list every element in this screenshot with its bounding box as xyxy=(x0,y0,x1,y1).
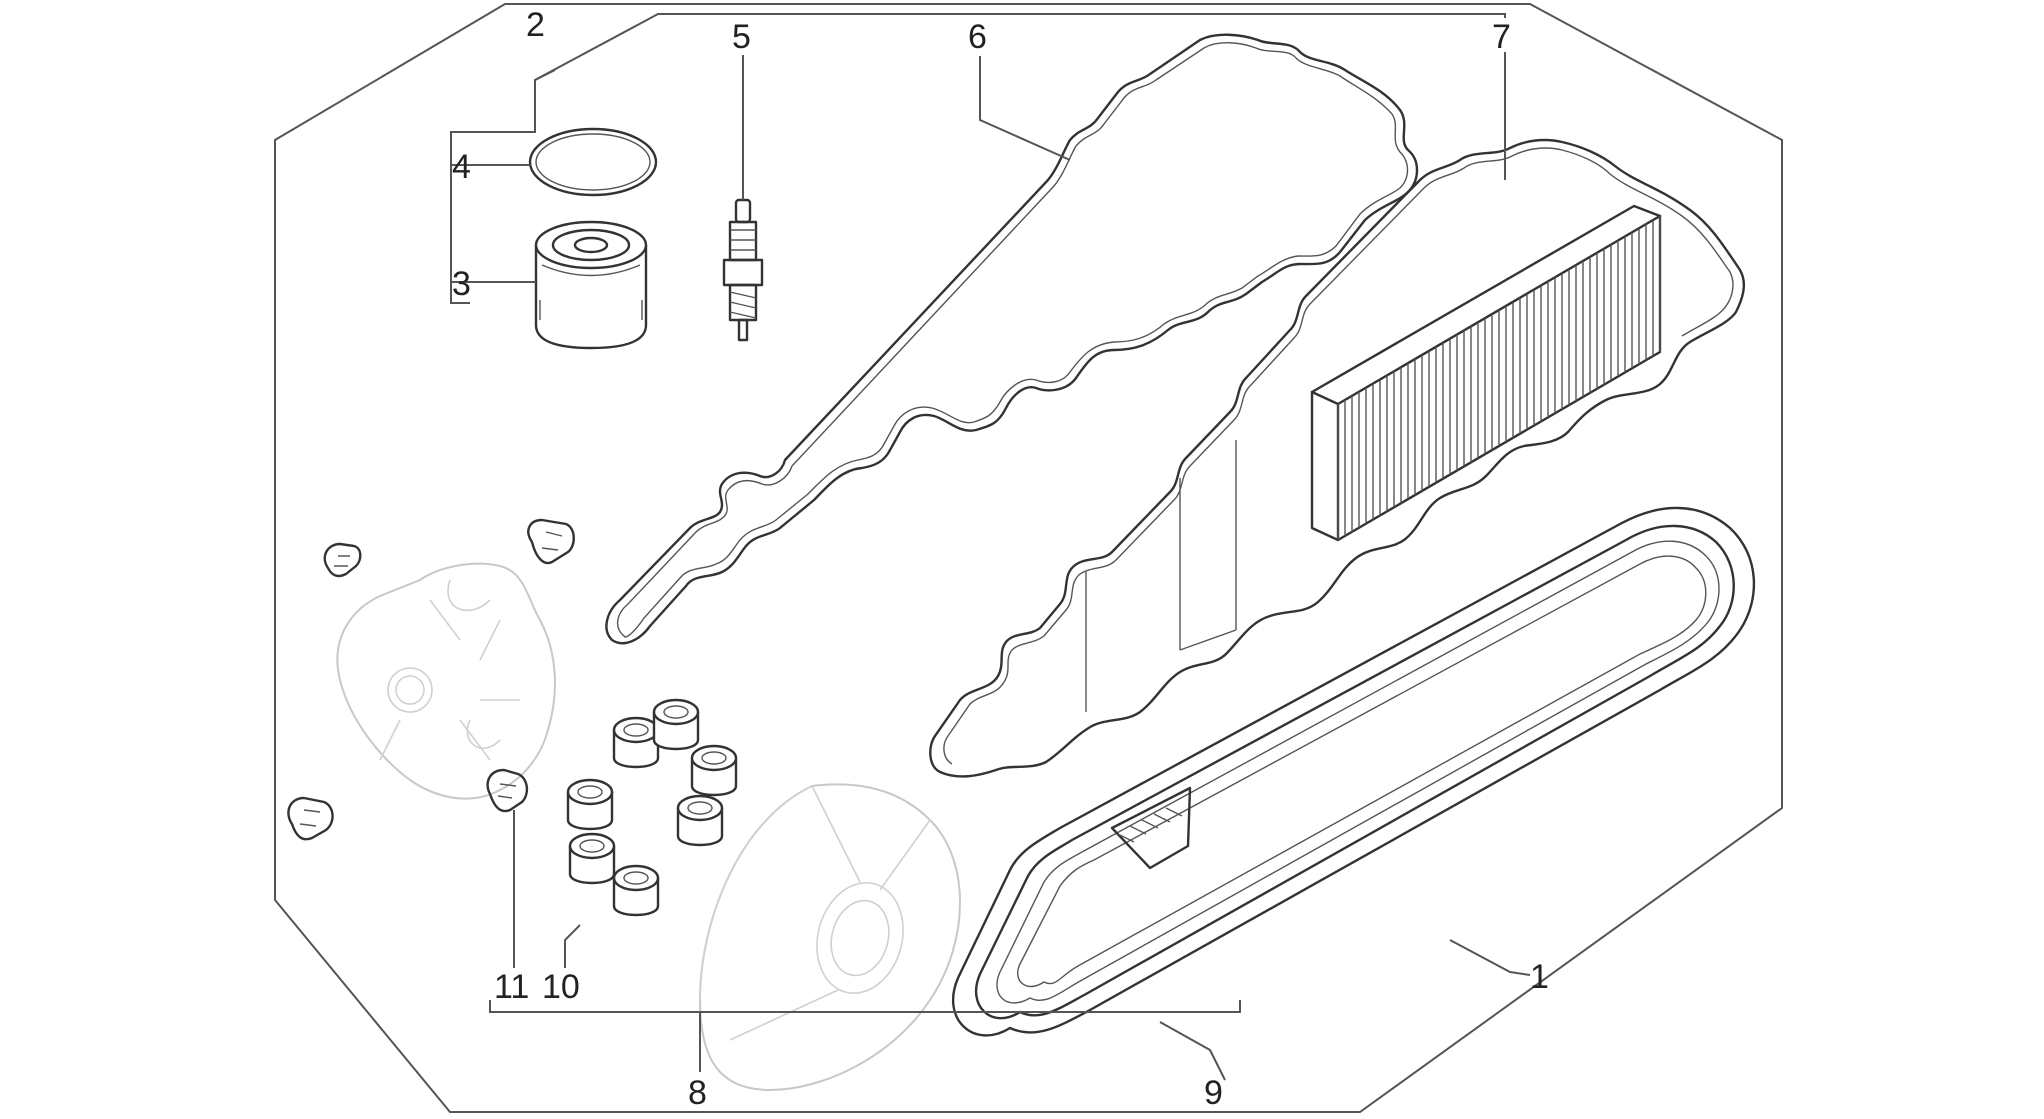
callout-9: 9 xyxy=(1204,1074,1223,1112)
bracket-2 xyxy=(450,69,556,304)
oil-filter-kit xyxy=(528,127,658,350)
leader-6 xyxy=(979,56,1071,161)
callout-7: 7 xyxy=(1492,18,1511,56)
roller xyxy=(676,794,724,847)
oil-filter xyxy=(534,220,648,350)
leader-9 xyxy=(1159,1021,1226,1081)
gasket xyxy=(605,33,1419,645)
slider-b xyxy=(527,518,575,565)
callout-2: 2 xyxy=(526,6,545,44)
roller xyxy=(568,832,616,885)
rollers xyxy=(566,698,738,917)
variator-kit xyxy=(287,518,961,1092)
variator-ramp-plate xyxy=(336,562,556,800)
leader-1 xyxy=(1449,939,1531,976)
callout-8: 8 xyxy=(688,1074,707,1112)
inner-kit-bracket xyxy=(534,13,1506,81)
leader-10 xyxy=(564,924,581,968)
callout-11: 11 xyxy=(494,968,529,1006)
air-filter xyxy=(929,138,1746,778)
callout-6: 6 xyxy=(968,18,987,56)
drive-belt xyxy=(951,506,1756,1037)
sliders xyxy=(287,518,575,841)
kit-frame xyxy=(274,3,1783,1113)
slider-a xyxy=(323,542,362,578)
bracket-8 xyxy=(489,1000,1241,1013)
callout-3: 3 xyxy=(452,265,471,303)
callout-4: 4 xyxy=(452,148,471,186)
spark-plug xyxy=(722,198,764,342)
filter-pleats xyxy=(1337,216,1661,540)
callout-5: 5 xyxy=(732,18,751,56)
slider-d xyxy=(486,768,529,813)
roller xyxy=(612,864,660,917)
variator-pulley-face xyxy=(698,783,961,1092)
roller xyxy=(566,778,614,831)
roller xyxy=(690,744,738,797)
filter-element xyxy=(1310,204,1662,542)
callout-10: 10 xyxy=(542,968,580,1006)
slider-c xyxy=(287,796,334,841)
roller xyxy=(652,698,700,751)
roller xyxy=(612,716,660,769)
o-ring xyxy=(528,127,658,197)
callout-1: 1 xyxy=(1530,958,1549,996)
